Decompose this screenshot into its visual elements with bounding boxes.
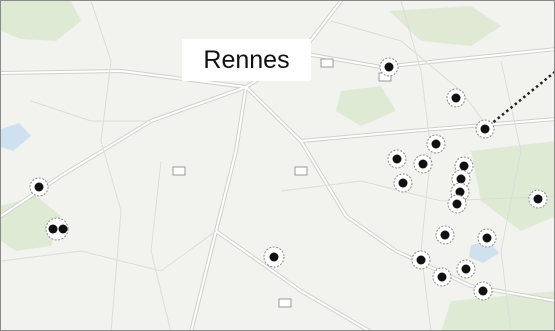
road-shield: [278, 298, 292, 308]
map-marker[interactable]: [446, 88, 466, 108]
map-marker[interactable]: [393, 173, 413, 193]
map-marker[interactable]: [426, 134, 446, 154]
road-shields: [172, 58, 392, 308]
map-marker[interactable]: [435, 225, 455, 245]
callout-leader-line: [484, 71, 554, 130]
map-marker[interactable]: [387, 149, 407, 169]
map-marker[interactable]: [411, 250, 431, 270]
map-marker[interactable]: [263, 246, 285, 268]
water-areas: [1, 123, 499, 263]
map-marker[interactable]: [454, 156, 474, 176]
road-shield: [294, 166, 308, 176]
map-marker[interactable]: [45, 217, 69, 241]
map-marker[interactable]: [432, 267, 452, 287]
map-marker[interactable]: [528, 189, 548, 209]
map-marker[interactable]: [447, 194, 467, 214]
map-marker[interactable]: [379, 57, 399, 77]
map-marker[interactable]: [473, 281, 493, 301]
point-markers: [29, 57, 548, 301]
map-marker[interactable]: [413, 154, 433, 174]
road-shield: [172, 166, 186, 176]
map-marker[interactable]: [475, 119, 495, 139]
map-marker[interactable]: [29, 177, 49, 197]
map-marker[interactable]: [477, 228, 497, 248]
city-callout-label: Rennes: [182, 39, 311, 81]
map-marker[interactable]: [456, 259, 476, 279]
road-shield: [320, 58, 334, 68]
